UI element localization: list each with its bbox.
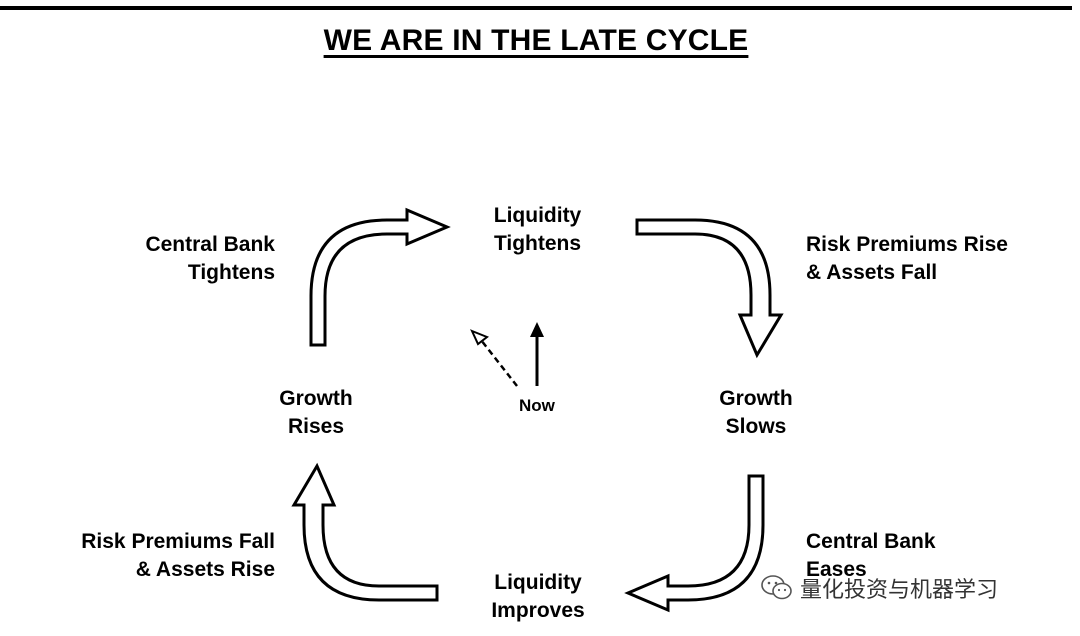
arrow-central-bank-tightens <box>309 207 451 347</box>
now-label: Now <box>519 396 555 415</box>
now-arrow-head <box>530 322 544 337</box>
label-risk-premiums-rise: Risk Premiums Rise& Assets Fall <box>806 233 1008 284</box>
watermark: 量化投资与机器学习 <box>760 572 998 604</box>
label-risk-premiums-fall: Risk Premiums Fall& Assets Rise <box>81 530 275 581</box>
arrow-central-bank-eases <box>624 474 765 613</box>
page-title: WE ARE IN THE LATE CYCLE <box>323 24 749 57</box>
arrow-risk-premiums-fall <box>291 462 439 602</box>
watermark-text: 量化投资与机器学习 <box>800 578 999 603</box>
projection-arrow <box>480 339 518 387</box>
top-rule <box>0 6 1072 10</box>
arrow-risk-premiums-rise <box>635 218 784 359</box>
projection-arrow-head <box>470 329 489 346</box>
wechat-icon <box>761 575 792 600</box>
